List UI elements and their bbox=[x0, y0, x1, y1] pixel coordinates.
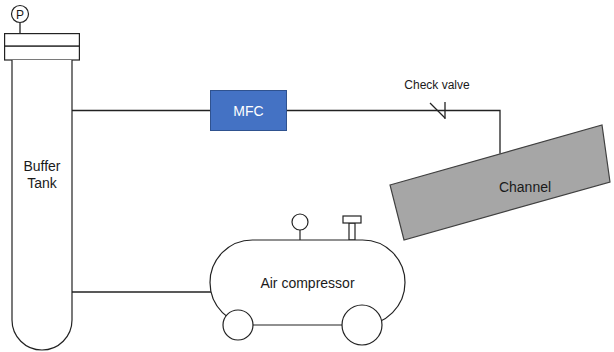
mfc-box: MFC bbox=[210, 90, 287, 131]
pipe-line bbox=[19, 23, 20, 33]
node-label: Channel bbox=[480, 179, 570, 196]
valve-cap bbox=[343, 216, 361, 223]
gauge-dial bbox=[292, 214, 308, 230]
text-group: Buffer Tank bbox=[12, 158, 72, 192]
text-group: MFC bbox=[214, 102, 284, 119]
channel-fill bbox=[390, 125, 610, 240]
mfc-fill bbox=[211, 91, 287, 131]
tank-body bbox=[12, 60, 72, 350]
tank-lid-top bbox=[5, 34, 80, 47]
air-compressor: Air compressor bbox=[205, 212, 410, 350]
valve-stem bbox=[349, 223, 355, 240]
wheel bbox=[342, 305, 382, 345]
text-group: Channel bbox=[480, 179, 570, 196]
gauge-stem bbox=[299, 230, 300, 240]
node-label: MFC bbox=[214, 102, 284, 119]
text-group: Air compressor bbox=[218, 274, 398, 291]
node-label: P bbox=[12, 7, 28, 21]
buffer-tank: Buffer Tank bbox=[4, 33, 80, 350]
text-group: P bbox=[12, 7, 28, 21]
pipe-line bbox=[72, 110, 210, 111]
pipe-line bbox=[72, 291, 211, 292]
tank-lid-flange bbox=[5, 46, 80, 60]
valve-label: Check valve bbox=[404, 78, 469, 92]
node-label: Air compressor bbox=[218, 274, 398, 291]
pressure-gauge: P bbox=[11, 5, 29, 23]
pipe-line bbox=[287, 111, 500, 154]
node-label: Buffer Tank bbox=[12, 158, 72, 192]
wheel bbox=[223, 310, 253, 340]
channel-block: Channel bbox=[390, 122, 610, 242]
gauge-dial bbox=[12, 6, 29, 23]
buffer-tank-outline bbox=[4, 33, 80, 350]
